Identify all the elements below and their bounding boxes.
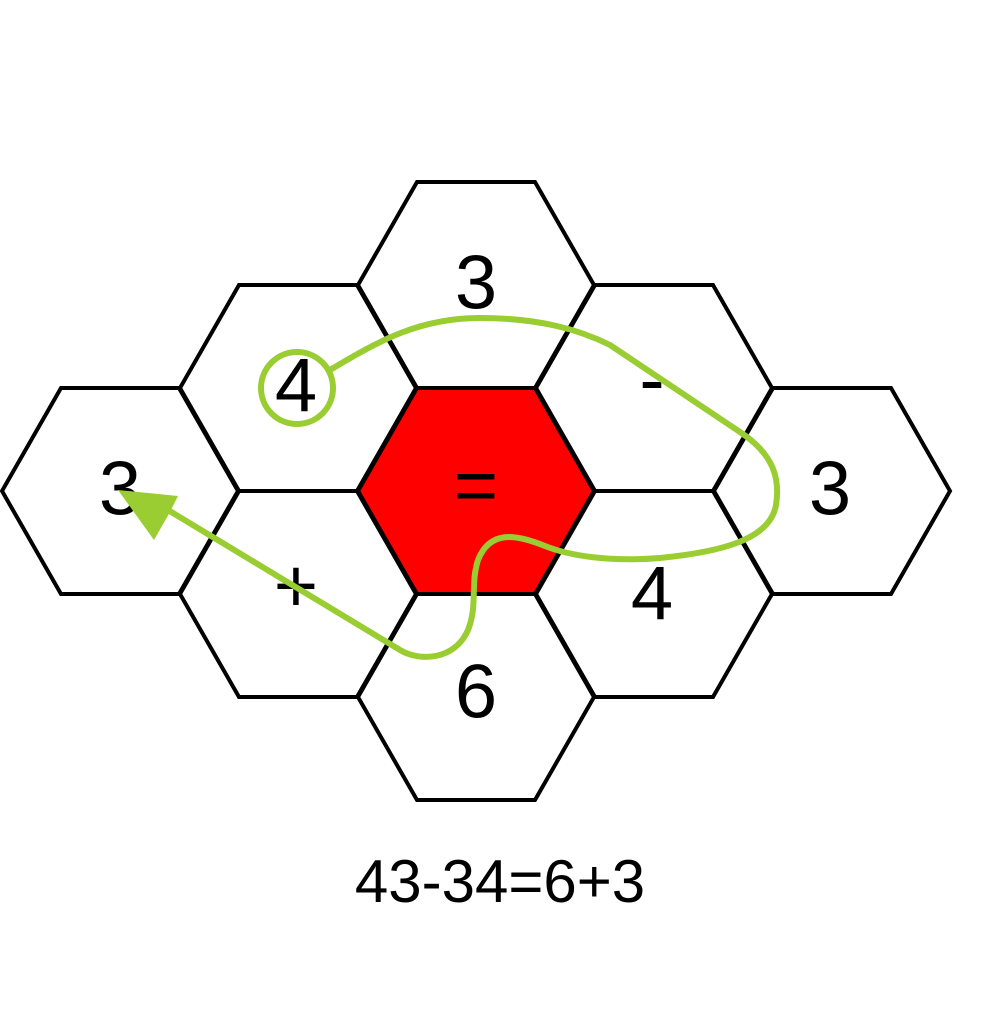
cell-label-top: 3 [455, 241, 497, 326]
arrow-head-icon [118, 490, 178, 540]
cell-labels: 3 4 - 3 = 3 + 4 6 [99, 241, 851, 735]
path-line [165, 315, 781, 660]
equation-text: 43-34=6+3 [354, 848, 646, 915]
cell-label-left: 3 [99, 447, 141, 532]
solution-path [118, 315, 781, 660]
cell-label-center: = [454, 444, 498, 529]
cell-label-bottom: 6 [455, 650, 497, 735]
cell-label-right: 3 [809, 447, 851, 532]
cell-label-lower-right: 4 [631, 552, 673, 637]
path-start-ring-icon [258, 349, 336, 427]
